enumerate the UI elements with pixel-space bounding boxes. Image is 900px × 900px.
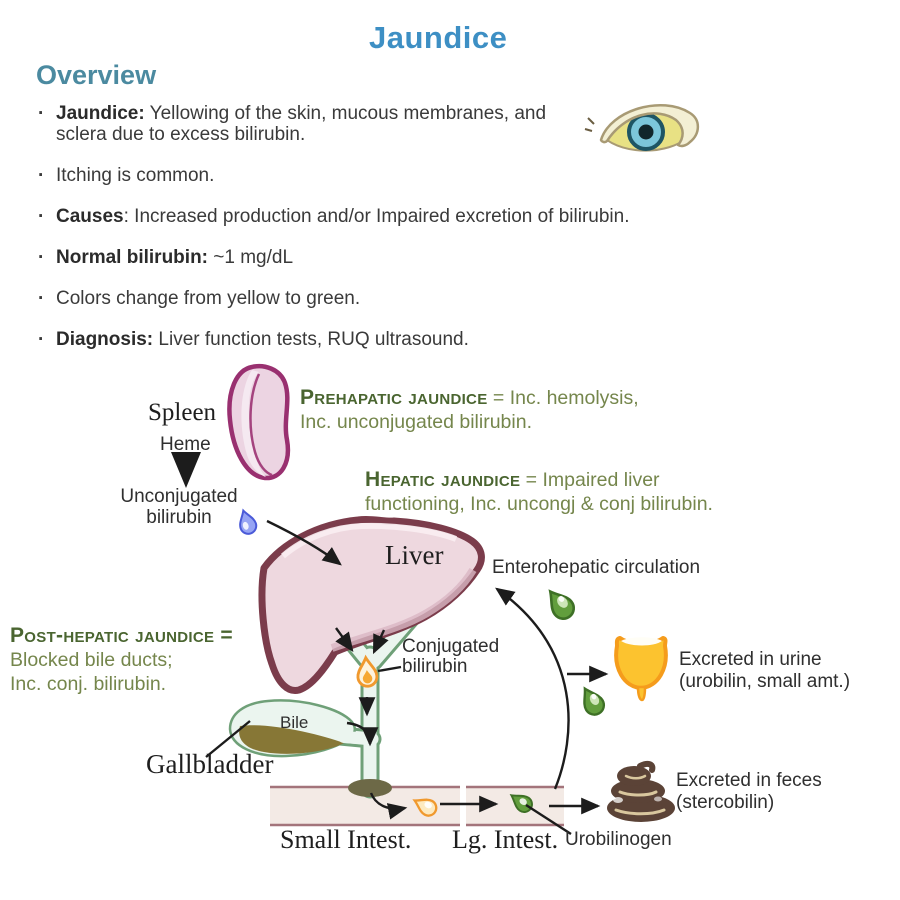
pointer-gallbladder: [205, 720, 251, 758]
spleen-shape: [227, 364, 291, 481]
hepatic-desc2: functioning, Inc. uncongj & conj bilirub…: [365, 493, 713, 515]
prehepatic-heading: Prehapatic jaundice: [300, 386, 488, 409]
bullet-jaundice: · Jaundice: Yellowing of the skin, mucou…: [38, 103, 738, 145]
bilirubin-drop-small-intestine-icon: [412, 798, 438, 817]
feces-excretion-label: Excreted in feces (stercobilin): [676, 770, 822, 814]
hepatic-line1: Hepatic jaundice = Impaired liver: [365, 468, 713, 492]
feces-line2: (stercobilin): [676, 792, 775, 813]
arrow-liver-to-duct-left: [335, 627, 354, 652]
posthepatic-line1: Post-hepatic jaundice =: [10, 624, 233, 648]
feces-line1: Excreted in feces: [676, 770, 822, 791]
bullet-bold: Diagnosis:: [56, 329, 154, 350]
prehepatic-line1: Prehapatic jaundice = Inc. hemolysis,: [300, 386, 639, 410]
posthepatic-desc1: Blocked bile ducts;: [10, 649, 173, 671]
hepatic-pathway-label: Hepatic jaundice = Impaired liver functi…: [365, 468, 713, 516]
posthepatic-pathway-label: Post-hepatic jaundice = Blocked bile duc…: [10, 624, 233, 696]
bullet-text: Itching is common.: [56, 165, 215, 186]
bullet-bold: Jaundice:: [56, 103, 145, 124]
arrow-bilirubin-to-liver: [266, 519, 342, 566]
hepatic-heading: Hepatic jaundice: [365, 468, 521, 491]
bullet-marker: ·: [38, 165, 45, 186]
bullet-causes: · Causes: Increased production and/or Im…: [38, 206, 738, 227]
bullet-diagnosis: · Diagnosis: Liver function tests, RUQ u…: [38, 329, 738, 350]
large-intestine-label: Lg. Intest.: [452, 825, 559, 854]
feces-icon: [607, 760, 675, 822]
small-intestine-label: Small Intest.: [280, 825, 412, 854]
bullet-marker: ·: [38, 206, 45, 227]
bullet-text: Liver function tests, RUQ ultrasound.: [153, 329, 469, 350]
bile-label: Bile: [280, 713, 309, 732]
bullet-text: ~1 mg/dL: [208, 247, 294, 268]
flow-arrows: [171, 452, 609, 836]
conjugated-line1: Conjugated: [402, 636, 500, 657]
pointer-urobilinogen: [525, 803, 572, 836]
sphincter-shape: [348, 779, 392, 797]
prehepatic-desc2: Inc. unconjugated bilirubin.: [300, 411, 532, 433]
bullet-marker: ·: [38, 288, 45, 309]
bile-fluid: [239, 725, 344, 754]
bullet-marker: ·: [38, 329, 45, 350]
unconjugated-bilirubin-label: Unconjugated bilirubin: [98, 486, 260, 528]
urobilinogen-drop-large-intestine-icon: [509, 794, 533, 814]
arrow-enterohepatic-circulation: [495, 587, 570, 790]
conjugated-line2: bilirubin: [402, 656, 468, 677]
bullet-marker: ·: [38, 247, 45, 268]
eye-icon: [584, 104, 700, 152]
posthepatic-heading: Post-hepatic jaundice =: [10, 624, 233, 647]
arrow-liver-to-duct-right: [372, 629, 389, 655]
liver-shape: [258, 515, 485, 694]
spleen-label: Spleen: [148, 399, 217, 426]
bullet-itching: · Itching is common.: [38, 165, 738, 186]
urine-excretion-label: Excreted in urine (urobilin, small amt.): [679, 649, 850, 693]
unconjugated-line2: bilirubin: [146, 507, 212, 528]
bullet-bold: Normal bilirubin:: [56, 247, 208, 268]
page-title: Jaundice: [369, 20, 508, 55]
gallbladder-label: Gallbladder: [146, 749, 274, 779]
overview-heading: Overview: [36, 60, 157, 90]
bullet-text: : Increased production and/or Impaired e…: [123, 206, 630, 227]
urine-line2: (urobilin, small amt.): [679, 671, 851, 692]
urobilinogen-drop-circulation-icon: [548, 589, 576, 620]
arrow-bile-flow: [346, 721, 379, 747]
bullet-bold: Causes: [56, 206, 124, 227]
bullet-colors: · Colors change from yellow to green.: [38, 288, 738, 309]
bullet-marker: ·: [38, 103, 45, 124]
conjugated-bilirubin-label: Conjugated bilirubin: [402, 637, 499, 677]
arrow-duct-to-small-intestine: [369, 792, 408, 820]
posthepatic-desc2: Inc. conj. bilirubin.: [10, 673, 167, 695]
heme-label: Heme: [160, 434, 211, 455]
prehepatic-desc1: = Inc. hemolysis,: [487, 387, 639, 409]
liver-label: Liver: [385, 540, 444, 570]
unconjugated-bilirubin-drop-icon: [239, 508, 258, 535]
bullet-text: Yellowing of the skin, mucous membranes,…: [56, 103, 547, 145]
urobilinogen-drop-urine-icon: [583, 686, 606, 716]
pointer-conjugated-bilirubin: [377, 665, 402, 673]
urobilinogen-label: Urobilinogen: [565, 829, 672, 850]
conjugated-bilirubin-drop-icon: [356, 654, 379, 688]
hepatic-desc1: = Impaired liver: [520, 469, 660, 491]
bullet-normal-bilirubin: · Normal bilirubin: ~1 mg/dL: [38, 247, 738, 268]
enterohepatic-circulation-label: Enterohepatic circulation: [492, 557, 701, 578]
prehepatic-pathway-label: Prehapatic jaundice = Inc. hemolysis, In…: [300, 386, 639, 434]
urine-line1: Excreted in urine: [679, 649, 822, 670]
overview-bullet-list: · Jaundice: Yellowing of the skin, mucou…: [38, 103, 738, 370]
unconjugated-line1: Unconjugated: [120, 486, 238, 507]
bullet-text: Colors change from yellow to green.: [56, 288, 361, 309]
bladder-icon: [614, 636, 668, 702]
